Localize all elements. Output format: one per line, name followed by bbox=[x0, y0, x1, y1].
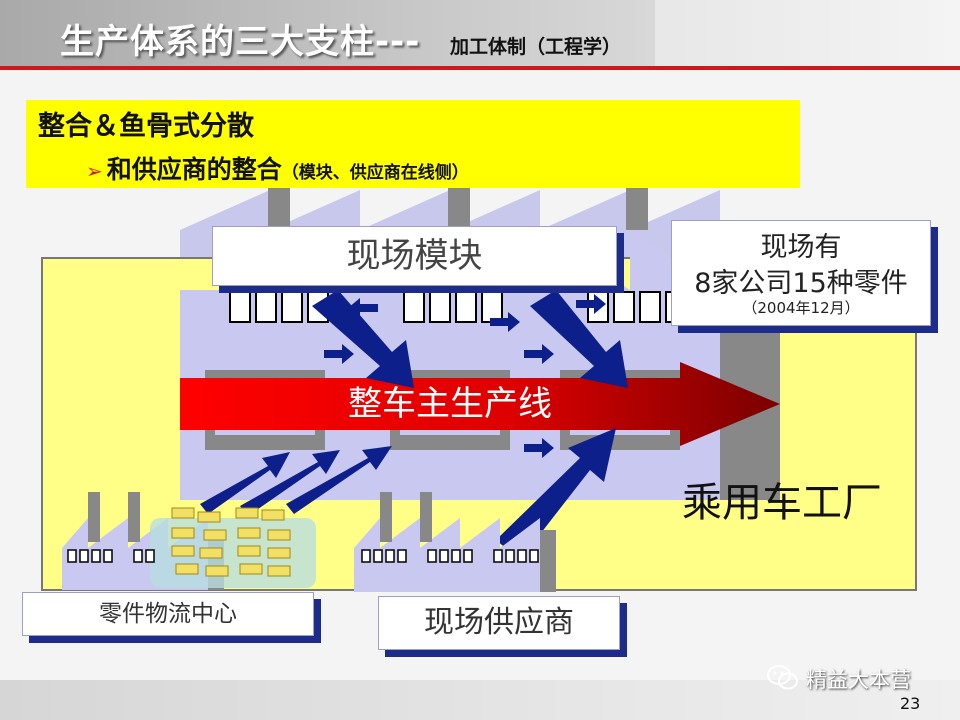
page-number: 23 bbox=[900, 694, 920, 713]
label-onsite-module: 现场模块 bbox=[212, 226, 617, 286]
supplier-count-line-1: 现场有 bbox=[672, 225, 930, 264]
supplier-count-date: （2004年12月） bbox=[672, 297, 930, 318]
label-logistics-center: 零件物流中心 bbox=[22, 592, 314, 636]
heading-line-2-note: （模块、供应商在线侧） bbox=[282, 163, 469, 183]
heading-line-2: ➢和供应商的整合（模块、供应商在线侧） bbox=[86, 150, 469, 186]
main-line-label: 整车主生产线 bbox=[180, 380, 720, 428]
label-onsite-suppliers: 现场供应商 bbox=[378, 596, 620, 650]
brand-text: 精益大本营 bbox=[806, 664, 911, 694]
module-windows bbox=[230, 292, 686, 322]
label-onsite-suppliers-count: 现场有 8家公司15种零件 （2004年12月） bbox=[671, 220, 931, 326]
factory-label: 乘用车工厂 bbox=[682, 470, 882, 528]
supplier-count-line-2: 8家公司15种零件 bbox=[672, 261, 930, 300]
heading-line-1: 整合＆鱼骨式分散 bbox=[38, 104, 254, 143]
arrow-bullet-icon: ➢ bbox=[86, 159, 103, 183]
wechat-icon bbox=[766, 664, 800, 692]
heading-box: 整合＆鱼骨式分散 ➢和供应商的整合（模块、供应商在线侧） bbox=[26, 100, 800, 188]
heading-line-2-main: 和供应商的整合 bbox=[107, 155, 282, 184]
